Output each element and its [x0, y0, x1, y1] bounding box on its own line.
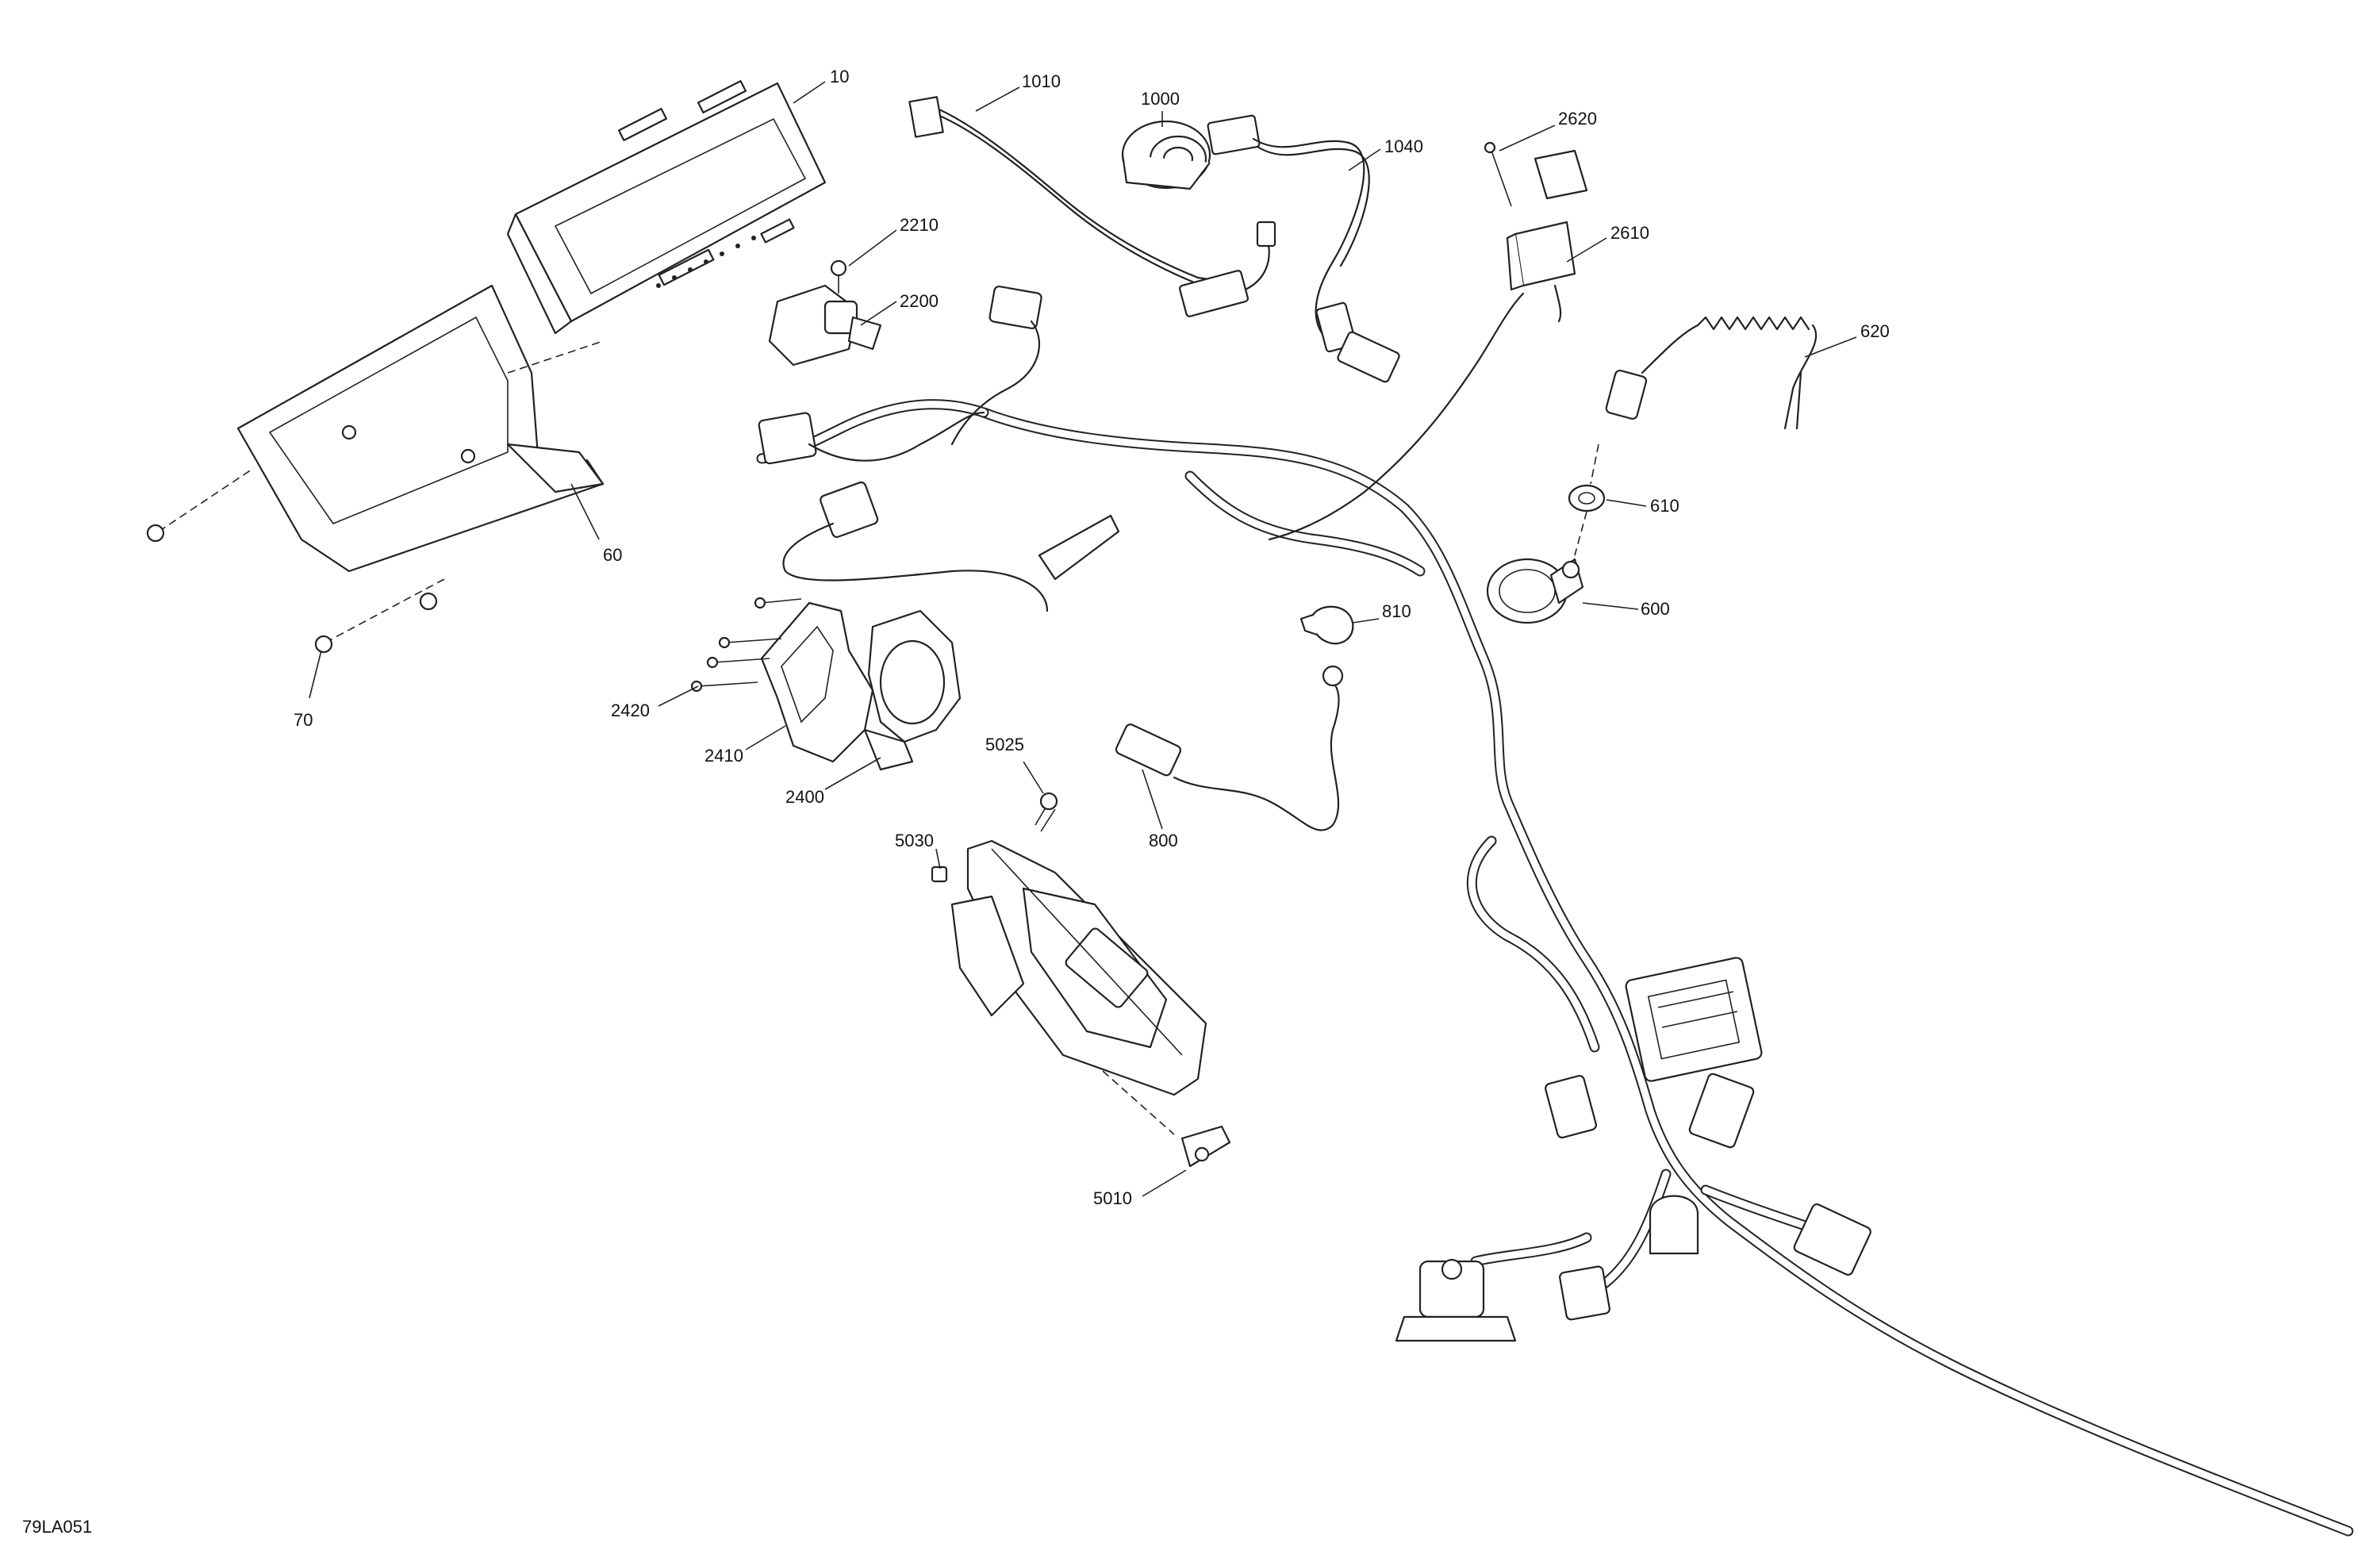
- callout-600: 600: [1641, 599, 1670, 619]
- callout-2400: 2400: [785, 787, 824, 807]
- callout-620: 620: [1860, 321, 1890, 341]
- callout-1040: 1040: [1384, 136, 1423, 156]
- nut-610: [1568, 443, 1606, 556]
- bolt-5025: [1035, 792, 1058, 832]
- key-switch-600: [1486, 558, 1584, 624]
- callout-1010: 1010: [1022, 71, 1061, 91]
- clip-5010: [1180, 1125, 1231, 1168]
- callout-610: 610: [1650, 496, 1679, 516]
- callout-2610: 2610: [1610, 223, 1649, 243]
- callout-2410: 2410: [704, 746, 743, 766]
- relay-2610: [1268, 141, 1588, 541]
- harness-800: [1115, 665, 1344, 831]
- sensor-2200: [768, 259, 882, 367]
- callout-2200: 2200: [900, 291, 939, 311]
- callout-5010: 5010: [1093, 1188, 1132, 1208]
- callout-2620: 2620: [1558, 109, 1597, 129]
- callout-2210: 2210: [900, 215, 939, 235]
- left-branch-connectors: [758, 285, 1120, 612]
- power-outlet: [1121, 120, 1211, 190]
- callout-5030: 5030: [895, 831, 934, 850]
- callout-810: 810: [1382, 601, 1411, 621]
- document-code: 79LA051: [22, 1517, 92, 1537]
- callout-10: 10: [830, 67, 849, 86]
- callout-70: 70: [294, 710, 313, 730]
- screws-70: [146, 340, 604, 654]
- switch-assembly: [690, 597, 962, 771]
- nut-5030: [931, 866, 948, 883]
- callout-labels: 10 1010 1000 1040 2210 2200 2620 2610 62…: [294, 67, 1890, 1208]
- callout-60: 60: [603, 545, 622, 565]
- safety-tether-620: [1605, 316, 1818, 430]
- callout-5025: 5025: [985, 735, 1024, 754]
- ecu-module: [931, 792, 1231, 1168]
- callout-2420: 2420: [611, 700, 650, 720]
- cluster-support-bracket: [236, 284, 605, 573]
- instrument-cluster: [506, 80, 827, 335]
- harness-1040: [1207, 114, 1400, 383]
- leader-lines: [309, 81, 1857, 1197]
- cap-810: [1299, 605, 1354, 645]
- callout-1000: 1000: [1141, 89, 1180, 109]
- callout-800: 800: [1149, 831, 1178, 850]
- harness-1010: [908, 96, 1276, 317]
- indicator-lights: [656, 236, 756, 288]
